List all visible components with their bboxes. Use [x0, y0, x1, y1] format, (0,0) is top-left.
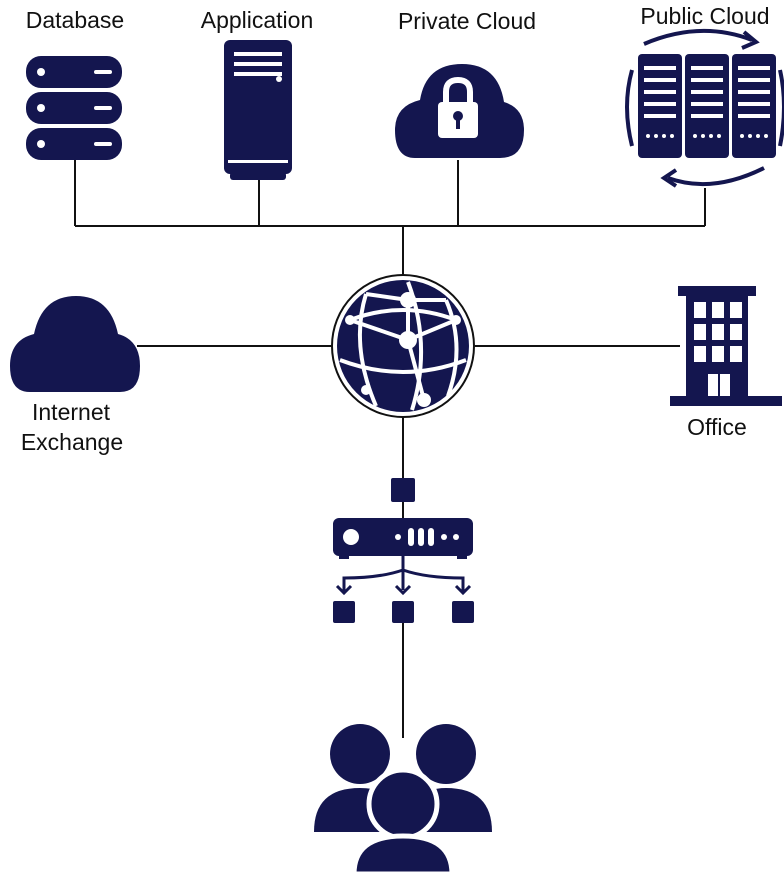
label-public-cloud: Public Cloud [640, 3, 770, 29]
globe-network-icon [331, 274, 475, 418]
application-server-icon [224, 40, 292, 180]
label-application: Application [200, 7, 314, 33]
router-icon [333, 518, 473, 559]
label-office: Office [687, 414, 747, 440]
label-internet-exchange-line2: Exchange [20, 429, 124, 455]
cloud-icon [10, 296, 140, 392]
server-rack-sync-icon [625, 28, 784, 188]
connector-lines [74, 160, 706, 738]
label-database: Database [25, 7, 125, 33]
database-server-icon [26, 56, 122, 160]
office-building-icon [670, 286, 782, 406]
cloud-lock-icon [395, 64, 524, 158]
label-internet-exchange-line1: Internet [32, 399, 110, 425]
label-private-cloud: Private Cloud [397, 8, 537, 34]
users-group-icon [314, 724, 492, 874]
distribution-arrows-icon [333, 556, 474, 623]
connector-node [391, 478, 415, 502]
